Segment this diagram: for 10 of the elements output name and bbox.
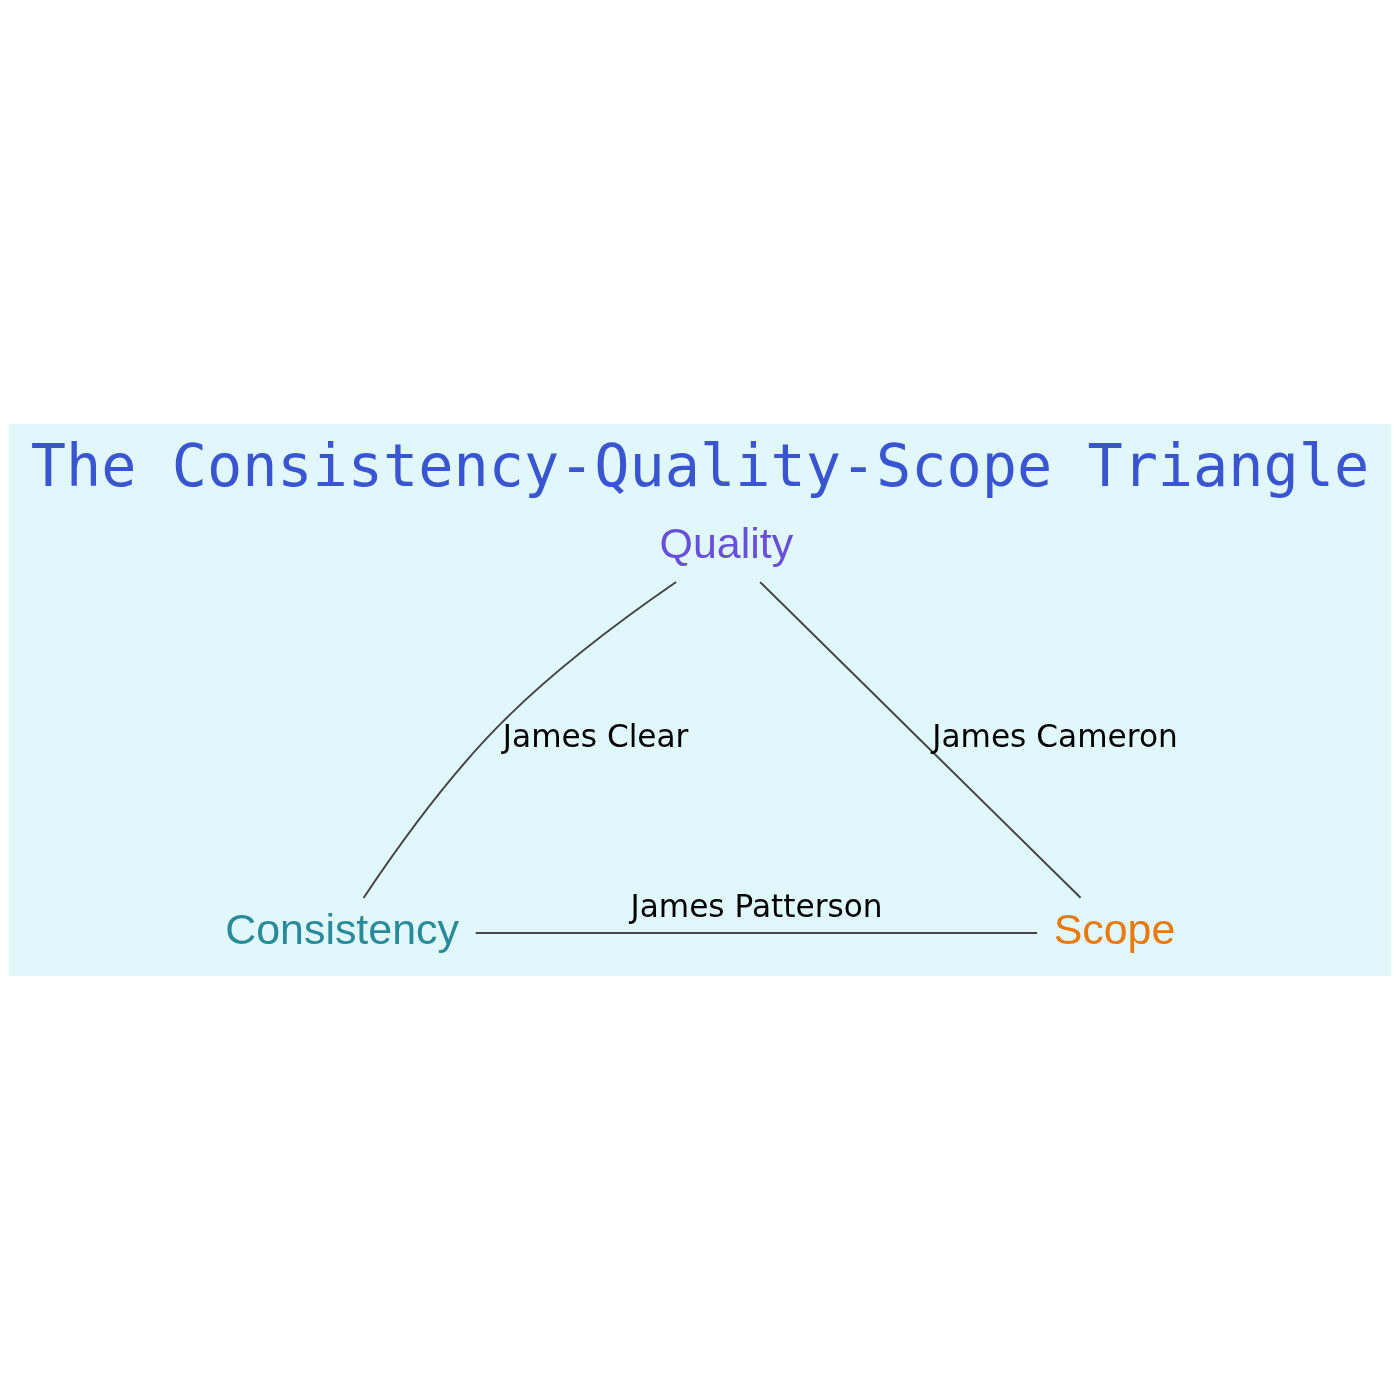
node-text: Scope <box>1053 905 1176 954</box>
connector <box>474 932 1039 935</box>
edge-label: James Cameron <box>932 718 1178 755</box>
edge-label: James Clear <box>502 718 689 755</box>
edge-label: James Patterson <box>630 888 883 925</box>
connector <box>759 581 1082 899</box>
diagram-title: The Consistency-Quality-Scope Triangle <box>30 432 1370 501</box>
node-text: Quality <box>659 518 794 567</box>
node-text: Consistency <box>225 905 459 954</box>
connector <box>362 581 678 899</box>
